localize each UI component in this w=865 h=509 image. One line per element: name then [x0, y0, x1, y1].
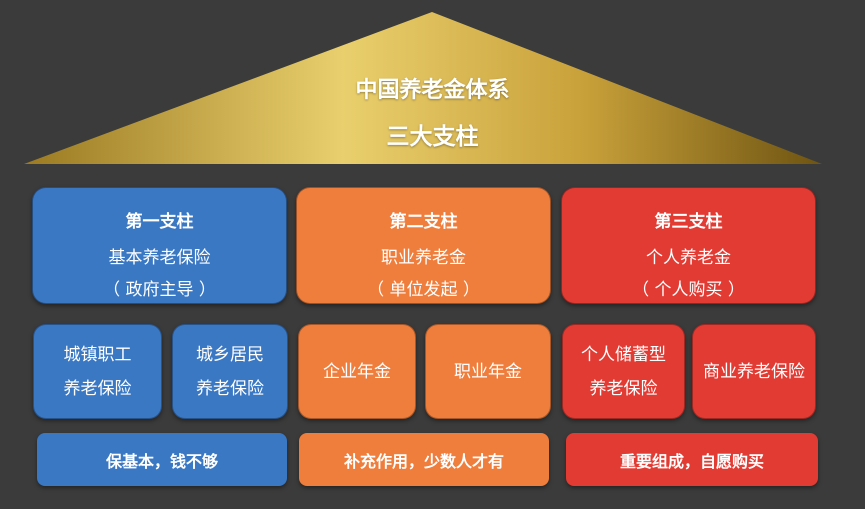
sub-item-commercial-pension: 商业养老保险 — [692, 324, 816, 419]
pillar-first-name: 基本养老保险 — [108, 248, 211, 268]
pillar-third: 第三支柱 个人养老金 （ 个人购买 ） — [561, 187, 816, 304]
pillar-second-title: 第二支柱 — [389, 212, 458, 232]
pillar-first-note: （ 政府主导 ） — [103, 280, 216, 300]
sub-item-line1: 企业年金 — [323, 361, 391, 382]
sub-item-urban-employee-pension: 城镇职工 养老保险 — [33, 324, 162, 419]
roof-title: 中国养老金体系 — [355, 78, 510, 103]
pillar-first: 第一支柱 基本养老保险 （ 政府主导 ） — [32, 187, 287, 304]
sub-item-line2: 养老保险 — [196, 378, 264, 399]
base-first: 保基本，钱不够 — [37, 433, 287, 486]
pillar-third-note: （ 个人购买 ） — [632, 280, 745, 300]
base-second: 补充作用，少数人才有 — [299, 433, 549, 486]
pillar-third-title: 第三支柱 — [654, 212, 723, 232]
sub-item-line1: 职业年金 — [454, 361, 522, 382]
sub-item-line1: 城镇职工 — [63, 344, 132, 365]
sub-item-urban-rural-resident-pension: 城乡居民 养老保险 — [172, 324, 288, 419]
roof-triangle — [24, 12, 822, 164]
pillar-third-name: 个人养老金 — [646, 248, 731, 268]
sub-item-line1: 商业养老保险 — [703, 361, 805, 382]
pillar-second: 第二支柱 职业养老金 （ 单位发起 ） — [296, 187, 551, 304]
pillar-first-title: 第一支柱 — [125, 212, 194, 232]
sub-item-line2: 养老保险 — [589, 378, 658, 399]
pillar-second-note: （ 单位发起 ） — [367, 280, 480, 300]
sub-item-personal-savings-pension: 个人储蓄型 养老保险 — [562, 324, 685, 419]
base-third: 重要组成，自愿购买 — [566, 433, 818, 486]
sub-item-enterprise-annuity: 企业年金 — [298, 324, 416, 419]
sub-item-line1: 个人储蓄型 — [581, 344, 666, 365]
sub-item-line1: 城乡居民 — [196, 344, 264, 365]
sub-item-line2: 养老保险 — [63, 378, 132, 399]
pillar-second-name: 职业养老金 — [381, 248, 466, 268]
sub-item-occupational-annuity: 职业年金 — [425, 324, 551, 419]
roof-subtitle: 三大支柱 — [386, 124, 479, 150]
